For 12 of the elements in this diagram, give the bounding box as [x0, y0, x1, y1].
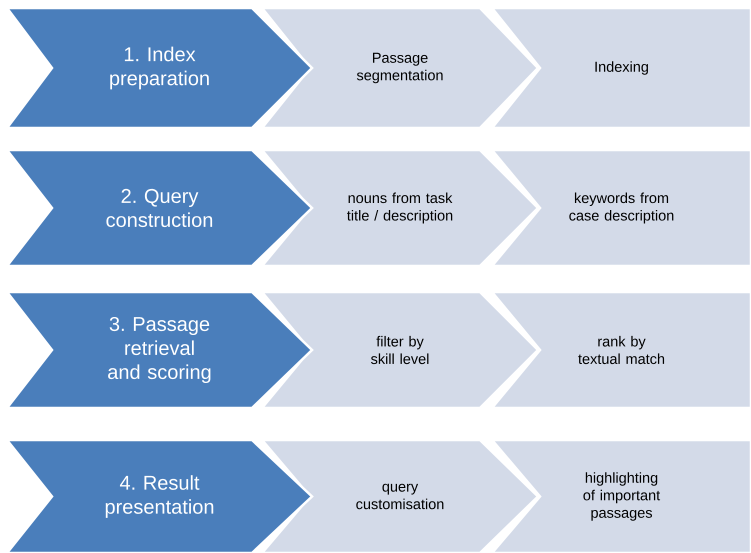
step-banner: 1. Index preparation [4, 6, 314, 130]
task-banner: query customisation [259, 438, 540, 553]
node-label: Indexing [595, 61, 648, 75]
task-banner: Indexing [489, 6, 751, 130]
node-label: highlighting of important passages [583, 472, 660, 521]
node-label: query customisation [356, 484, 444, 510]
task-banner: keywords from case description [489, 148, 751, 268]
step-banner: 4. Result presentation [4, 438, 314, 553]
node-label: keywords from case description [569, 192, 674, 224]
task-banner: highlighting of important passages [489, 438, 751, 553]
task-banner: rank by textual match [489, 290, 751, 410]
node-label: rank by textual match [578, 336, 664, 364]
